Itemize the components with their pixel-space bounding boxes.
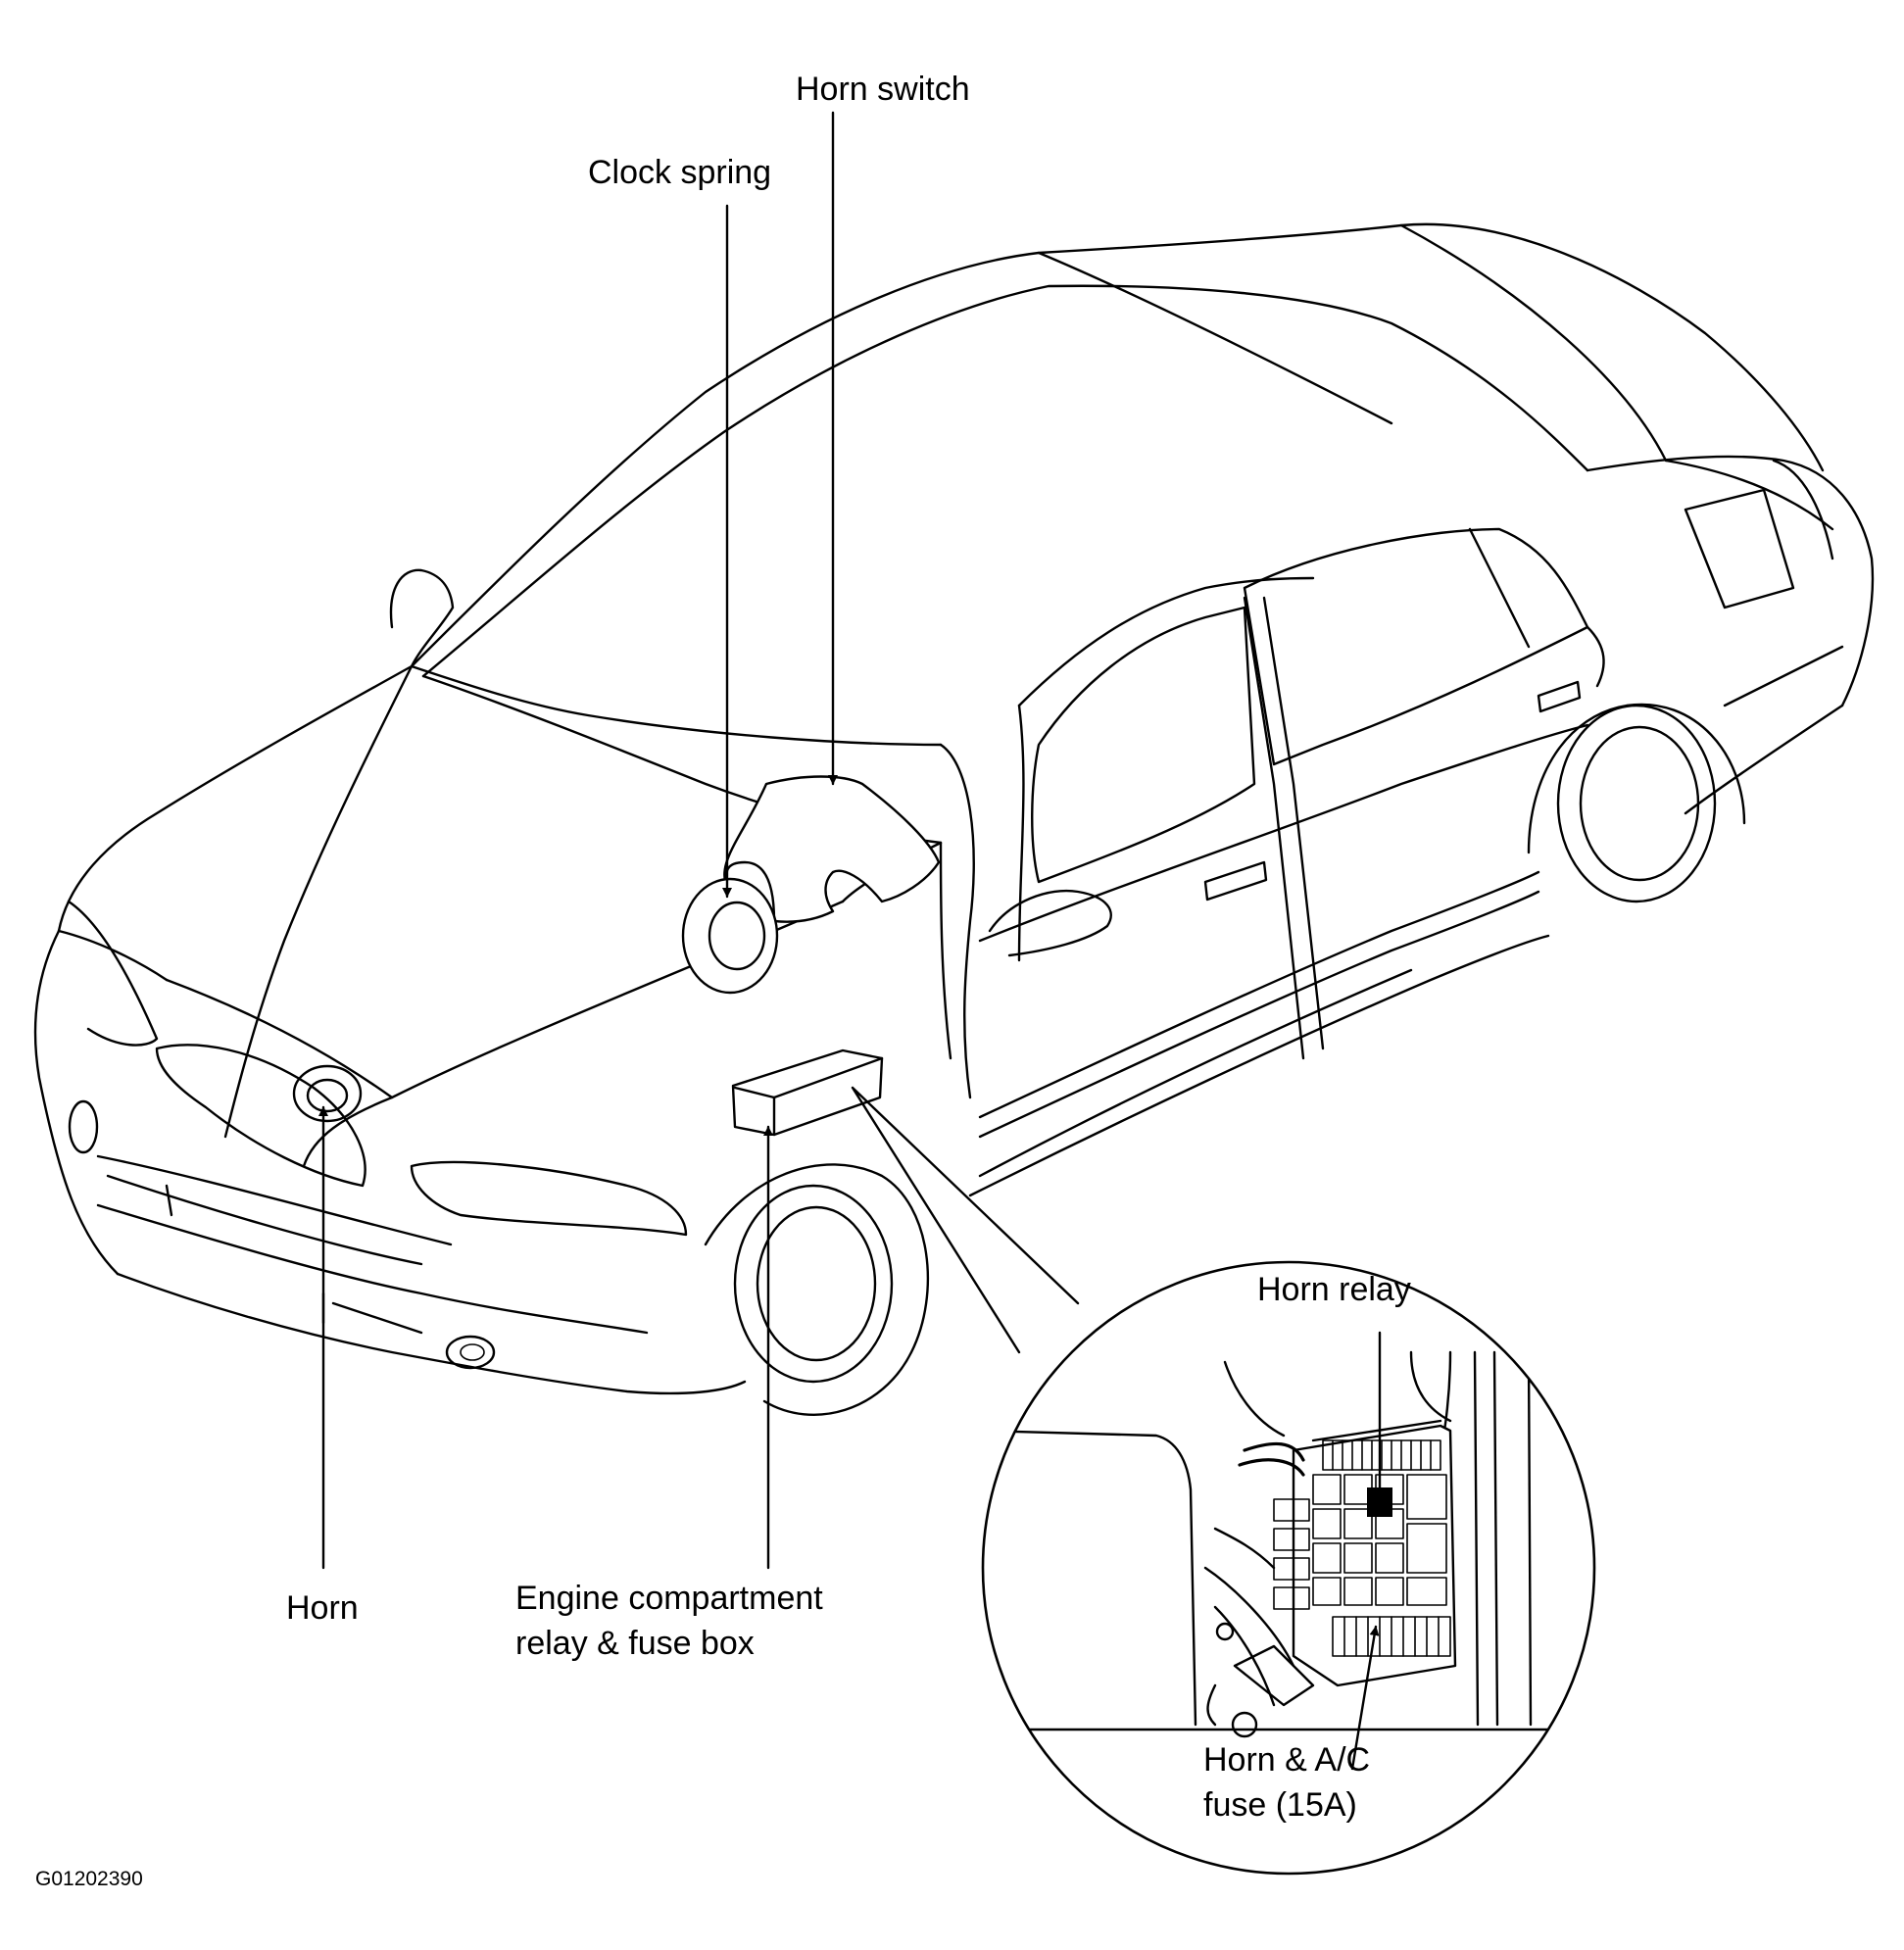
label-horn-switch: Horn switch: [796, 71, 970, 108]
label-horn-ac-fuse-line2: fuse (15A): [1203, 1786, 1357, 1824]
label-horn-ac-fuse-line1: Horn & A/C: [1203, 1741, 1371, 1779]
fuse-row-top: [1322, 1439, 1441, 1471]
detail-view: [981, 1260, 1596, 1876]
relay-grid: [1273, 1474, 1447, 1610]
label-fuse-box-line2: relay & fuse box: [515, 1625, 755, 1662]
detail-callout: [851, 1086, 1080, 1354]
fuse-box-part: [731, 1048, 884, 1137]
label-horn: Horn: [286, 1589, 359, 1627]
clock-spring-part: [681, 877, 779, 995]
car-outline: [33, 222, 1875, 1416]
figure-code: G01202390: [35, 1868, 143, 1890]
label-horn-relay: Horn relay: [1257, 1271, 1411, 1308]
horn-part: [292, 1064, 363, 1123]
label-fuse-box-line1: Engine compartment: [515, 1580, 823, 1617]
horn-ac-fuse-leader: [1350, 1625, 1380, 1771]
fuse-row-bottom: [1332, 1616, 1451, 1657]
label-clock-spring: Clock spring: [588, 154, 772, 191]
